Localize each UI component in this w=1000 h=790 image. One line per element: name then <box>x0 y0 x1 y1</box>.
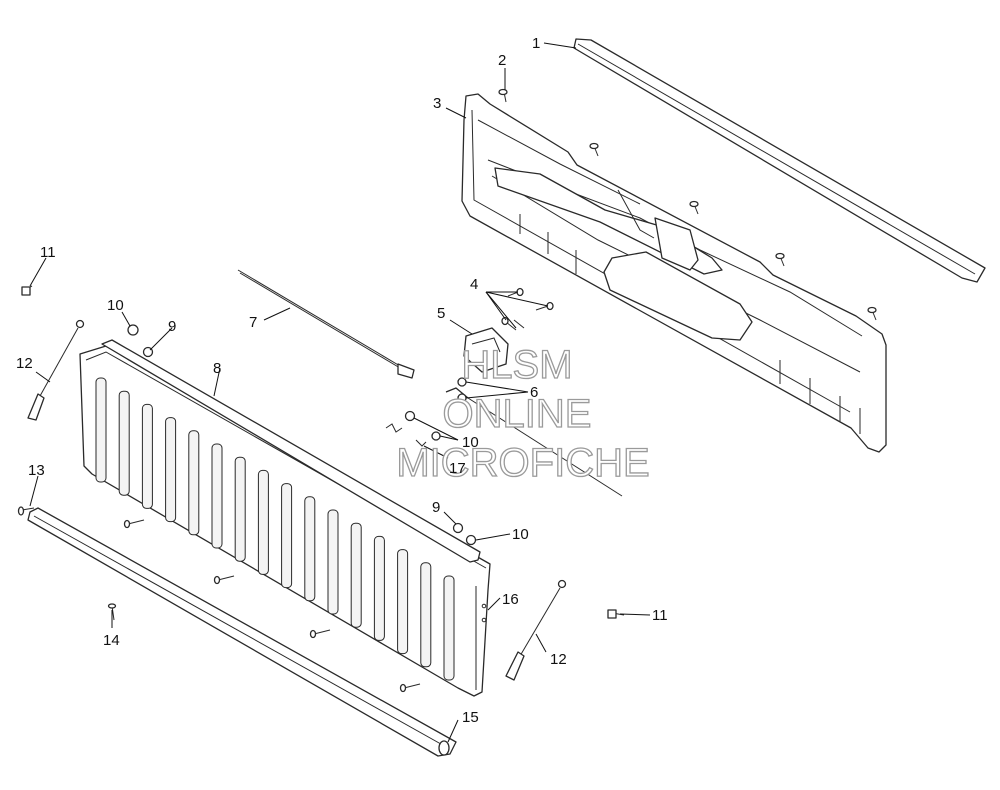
callout-16: 16 <box>502 591 519 608</box>
center-hardware <box>385 410 441 447</box>
panel-rib <box>373 535 385 641</box>
frame-screws <box>589 142 877 321</box>
callout-7: 7 <box>249 314 257 331</box>
callout-8: 8 <box>213 360 221 377</box>
panel-rib <box>420 562 432 668</box>
part-7-rod[interactable] <box>237 269 415 379</box>
part-5-latch-handle[interactable] <box>463 327 509 373</box>
panel-rib <box>281 483 293 589</box>
panel-rib <box>118 390 130 496</box>
panel-rib <box>141 403 153 509</box>
part-8-outer-panel[interactable] <box>79 339 491 697</box>
part-2-screw[interactable] <box>498 88 508 103</box>
callout-10-center: 10 <box>462 434 479 451</box>
panel-rib <box>95 377 107 483</box>
watermark: HLSM ONLINE MICROFICHE <box>396 342 651 485</box>
frame-ribs <box>519 214 861 434</box>
callout-14: 14 <box>103 632 120 649</box>
callout-2: 2 <box>498 52 506 69</box>
part-16-end-cap[interactable] <box>475 586 487 690</box>
callout-11-right: 11 <box>652 607 668 624</box>
callout-9-right: 9 <box>432 499 440 516</box>
part-12-cable-left[interactable] <box>27 319 85 421</box>
part-14-screws[interactable] <box>107 519 421 693</box>
callout-1: 1 <box>532 35 540 52</box>
callout-6: 6 <box>530 384 538 401</box>
panel-rib <box>211 443 223 549</box>
callout-12-left: 12 <box>16 355 33 372</box>
part-13-screw[interactable] <box>17 506 35 516</box>
part-3-inner-frame[interactable] <box>461 93 887 453</box>
panel-rib <box>257 469 269 575</box>
callout-3: 3 <box>433 95 441 112</box>
callout-labels: 1 2 3 4 5 6 7 8 9 9 10 10 10 11 11 12 12… <box>16 35 668 726</box>
panel-rib <box>234 456 246 562</box>
callout-10-left: 10 <box>107 297 124 314</box>
callout-5: 5 <box>437 305 445 322</box>
callout-17: 17 <box>449 460 466 477</box>
callout-13: 13 <box>28 462 45 479</box>
part-15-hinge-bar[interactable] <box>27 507 457 757</box>
panel-rib <box>165 417 177 523</box>
callout-10-right: 10 <box>512 526 529 543</box>
panel-rib <box>304 496 316 602</box>
leader-lines <box>29 42 651 743</box>
panel-rib <box>443 575 455 681</box>
part-6-rod-assembly[interactable] <box>445 377 623 497</box>
panel-rib <box>350 522 362 628</box>
panel-rib <box>397 549 409 655</box>
watermark-line-2: ONLINE <box>443 392 592 436</box>
panel-rib <box>327 509 339 615</box>
part-9-10-hardware-right[interactable] <box>452 522 477 546</box>
part-11-bolt-right[interactable] <box>607 609 625 619</box>
part-11-bolt-left[interactable] <box>21 285 33 296</box>
watermark-line-3: MICROFICHE <box>396 441 649 485</box>
part-4-bolts[interactable] <box>501 287 554 331</box>
callout-9-left: 9 <box>168 318 176 335</box>
callout-4: 4 <box>470 276 478 293</box>
part-12-cable-right[interactable] <box>505 579 567 681</box>
panel-rib <box>188 430 200 536</box>
callout-11-left: 11 <box>40 244 56 261</box>
panel-ribs <box>95 377 455 681</box>
callout-15: 15 <box>462 709 479 726</box>
watermark-line-1: HLSM <box>461 343 572 387</box>
callout-12-right: 12 <box>550 651 567 668</box>
